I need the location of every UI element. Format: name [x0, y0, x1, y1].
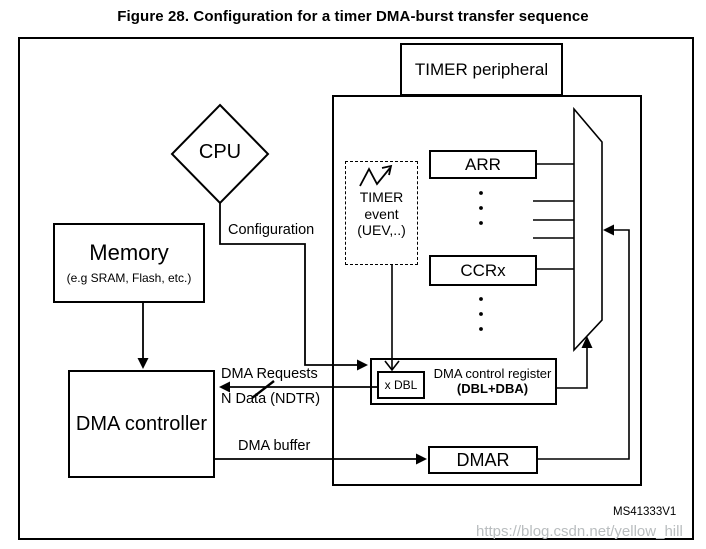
timer-peripheral-label-box: TIMER peripheral	[400, 43, 563, 96]
dma-controller-label: DMA controller	[75, 412, 208, 435]
dma-control-register-line1: DMA control register	[433, 365, 552, 381]
dmar-label: DMAR	[456, 449, 510, 470]
timer-event-block: TIMER event (UEV,..)	[345, 161, 418, 265]
memory-block: Memory (e.g SRAM, Flash, etc.)	[53, 223, 205, 303]
figure-reference-id: MS41333V1	[613, 506, 677, 518]
dma-controller-block: DMA controller	[68, 370, 215, 478]
timer-event-line2: event	[364, 205, 399, 222]
dma-control-register-line2: (DBL+DBA)	[456, 380, 529, 396]
arr-register-block: ARR	[429, 150, 537, 179]
timer-event-text: TIMER event (UEV,..)	[346, 189, 417, 239]
dma-control-register-block: x DBL DMA control register (DBL+DBA)	[370, 358, 557, 405]
cpu-block-label: CPU	[198, 141, 242, 163]
memory-title: Memory	[89, 240, 169, 266]
dmar-register-block: DMAR	[428, 446, 538, 474]
timer-event-line3: (UEV,..)	[357, 222, 406, 239]
configuration-label: Configuration	[228, 222, 315, 238]
dma-requests-label: DMA Requests	[221, 366, 318, 382]
n-data-label: N Data (NDTR)	[221, 391, 321, 407]
dma-control-register-text: DMA control register (DBL+DBA)	[430, 360, 555, 403]
ccrx-register-block: CCRx	[429, 255, 537, 286]
figure-border	[18, 37, 694, 540]
x-dbl-label: x DBL	[384, 378, 418, 392]
memory-subtitle: (e.g SRAM, Flash, etc.)	[66, 270, 192, 285]
watermark-text: https://blog.csdn.net/yellow_hill	[476, 523, 683, 540]
figure-title: Figure 28. Configuration for a timer DMA…	[117, 8, 589, 25]
arr-label: ARR	[465, 154, 501, 174]
x-dbl-box: x DBL	[377, 371, 425, 399]
ccrx-label: CCRx	[460, 260, 506, 280]
timer-event-line1: TIMER	[359, 189, 404, 205]
dma-buffer-label: DMA buffer	[238, 438, 311, 454]
timer-peripheral-label: TIMER peripheral	[414, 59, 549, 79]
